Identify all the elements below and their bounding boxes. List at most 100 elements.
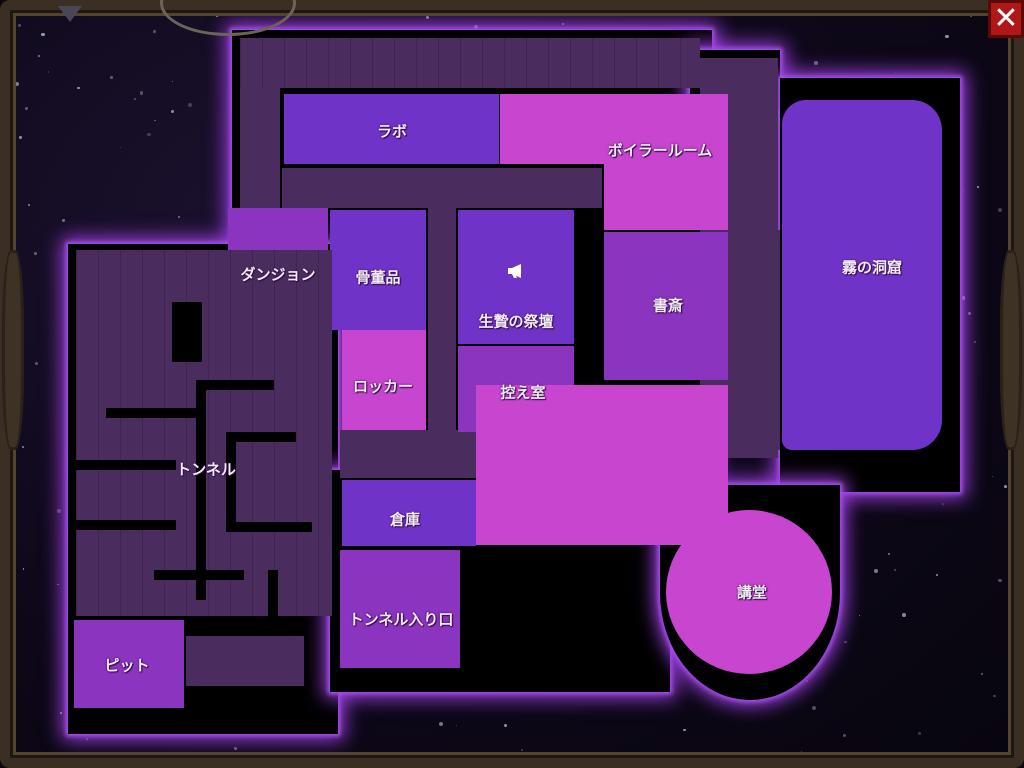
tunnel-lower-passage: [186, 636, 304, 686]
star: [993, 694, 996, 698]
star: [12, 639, 15, 642]
star: [970, 15, 973, 18]
room-pit[interactable]: [74, 620, 184, 708]
star: [918, 732, 921, 735]
room-label-pit: ピット: [104, 656, 150, 675]
frame-ornament-left: [2, 250, 24, 450]
star: [178, 216, 180, 218]
tunnel-wall: [268, 570, 278, 630]
tunnel-wall: [206, 380, 274, 390]
star: [109, 76, 113, 79]
star: [961, 295, 966, 300]
star: [85, 737, 89, 740]
room-label-boiler: ボイラールーム: [607, 141, 713, 160]
tunnel-wall: [196, 380, 206, 600]
star: [941, 502, 945, 506]
star: [806, 680, 808, 682]
room-label-waiting-room: 控え室: [500, 383, 546, 402]
star: [60, 712, 62, 714]
star: [153, 29, 156, 33]
close-button[interactable]: ✕: [988, 0, 1024, 38]
tunnel-wall: [236, 522, 312, 532]
room-label-tunnel: トンネル: [176, 460, 236, 479]
star: [22, 568, 25, 570]
tunnel-wall: [76, 520, 176, 530]
star: [34, 361, 38, 366]
room-label-altar: 生贄の祭壇: [478, 312, 554, 331]
frame-ornament-right: [1000, 250, 1022, 450]
star: [473, 24, 478, 29]
star: [503, 723, 508, 727]
star: [17, 23, 21, 27]
star: [974, 340, 977, 343]
star: [234, 746, 238, 750]
room-label-antiques: 骨董品: [355, 268, 401, 287]
star: [77, 86, 80, 89]
room-label-lab: ラボ: [376, 122, 408, 141]
star: [21, 445, 24, 449]
room-fog-cave[interactable]: [782, 100, 942, 450]
tunnel-wall: [76, 460, 176, 470]
room-label-storage: 倉庫: [389, 510, 421, 529]
star: [172, 80, 174, 83]
star: [456, 724, 458, 727]
room-tunnel-entrance[interactable]: [340, 550, 460, 668]
tunnel-wall: [226, 432, 236, 532]
star: [15, 81, 20, 86]
corridor-left-upper: [240, 88, 280, 208]
tunnel-wall: [172, 302, 202, 362]
room-hall: [476, 385, 728, 545]
star: [998, 578, 1002, 583]
star: [41, 32, 45, 37]
room-study[interactable]: [604, 232, 728, 380]
star: [426, 16, 429, 19]
star: [12, 162, 16, 166]
star: [962, 189, 965, 192]
star: [811, 706, 816, 710]
star: [858, 614, 860, 616]
star: [119, 146, 122, 148]
room-auditorium[interactable]: [666, 510, 832, 674]
star: [28, 203, 31, 206]
star: [294, 10, 298, 13]
north-arrow-icon: [58, 6, 82, 22]
room-label-locker: ロッカー: [352, 377, 414, 396]
room-boiler[interactable]: [500, 94, 728, 164]
star: [936, 573, 939, 577]
room-label-auditorium: 講堂: [736, 583, 768, 602]
star: [438, 722, 443, 727]
room-storage[interactable]: [342, 480, 476, 546]
star: [683, 728, 686, 731]
megaphone-icon: [505, 263, 527, 281]
star: [34, 252, 37, 255]
star: [1003, 485, 1007, 488]
room-boiler-lower: [604, 160, 728, 230]
tunnel-wall: [154, 570, 244, 580]
star: [873, 569, 878, 573]
star: [844, 640, 847, 644]
star: [57, 509, 61, 514]
corridor-top: [240, 38, 700, 88]
star: [902, 613, 906, 617]
star: [24, 107, 28, 111]
corridor-cave-access: [730, 230, 780, 450]
star: [980, 672, 984, 676]
star: [977, 185, 979, 188]
star: [561, 22, 565, 25]
room-lab[interactable]: [284, 94, 499, 164]
star: [800, 751, 802, 753]
room-antiques[interactable]: [330, 210, 426, 330]
star: [887, 552, 891, 555]
room-locker[interactable]: [342, 330, 426, 430]
star: [521, 748, 524, 751]
room-label-tunnel-entrance: トンネル入り口: [348, 610, 454, 629]
tunnel-wall: [106, 408, 206, 418]
corridor-center-vertical: [428, 208, 456, 458]
close-x-icon: ✕: [993, 1, 1019, 36]
star: [813, 61, 818, 65]
star: [170, 109, 175, 114]
star: [842, 734, 846, 738]
star: [188, 103, 193, 107]
star: [62, 219, 65, 222]
